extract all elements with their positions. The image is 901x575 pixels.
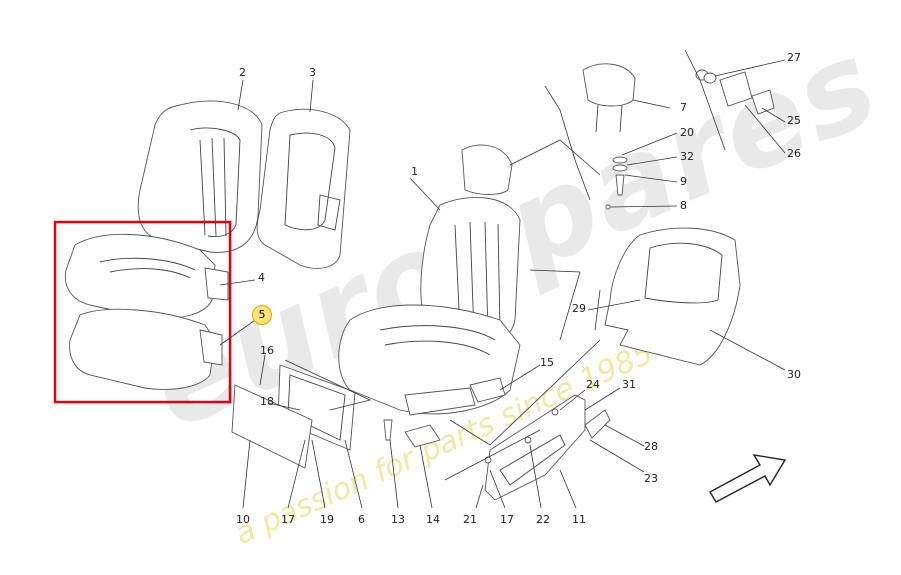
callout-20: 20 bbox=[680, 126, 694, 139]
callout-3: 3 bbox=[309, 66, 316, 79]
callout-19: 19 bbox=[320, 513, 334, 526]
callout-28: 28 bbox=[644, 440, 658, 453]
callout-21: 21 bbox=[463, 513, 477, 526]
callout-5: 5 bbox=[252, 305, 272, 325]
part-seat-back-frame bbox=[604, 227, 741, 366]
part-seat-back-panel bbox=[256, 108, 351, 269]
part-complete-seat bbox=[338, 144, 521, 416]
callout-22: 22 bbox=[536, 513, 550, 526]
callout-30: 30 bbox=[787, 368, 801, 381]
leader-lines bbox=[219, 49, 786, 509]
part-headrest bbox=[582, 63, 636, 133]
callout-23: 23 bbox=[644, 472, 658, 485]
callout-14: 14 bbox=[426, 513, 440, 526]
callout-17a: 17 bbox=[281, 513, 295, 526]
part-seat-cushion-cover bbox=[64, 233, 229, 319]
part-seat-cushion-foam bbox=[69, 308, 223, 390]
callout-10: 10 bbox=[236, 513, 250, 526]
callout-9: 9 bbox=[680, 175, 687, 188]
callout-26: 26 bbox=[787, 147, 801, 160]
part-headrest-bracket bbox=[695, 69, 775, 115]
part-seat-back-cover bbox=[137, 100, 263, 253]
callout-27: 27 bbox=[787, 51, 801, 64]
callout-11: 11 bbox=[572, 513, 586, 526]
callout-2: 2 bbox=[239, 66, 246, 79]
part-rail-cover bbox=[484, 394, 586, 501]
callout-29: 29 bbox=[572, 302, 586, 315]
callout-1: 1 bbox=[411, 165, 418, 178]
callout-13: 13 bbox=[391, 513, 405, 526]
callout-32: 32 bbox=[680, 150, 694, 163]
callout-6: 6 bbox=[358, 513, 365, 526]
callout-18: 18 bbox=[260, 395, 274, 408]
callout-7: 7 bbox=[680, 101, 687, 114]
callout-15: 15 bbox=[540, 356, 554, 369]
part-outer-cover bbox=[231, 384, 313, 469]
highlight-box bbox=[53, 220, 232, 404]
callout-25: 25 bbox=[787, 114, 801, 127]
callout-8: 8 bbox=[680, 199, 687, 212]
direction-arrow bbox=[709, 454, 787, 503]
callout-4: 4 bbox=[258, 271, 265, 284]
part-headrest-guide bbox=[605, 156, 628, 210]
callout-16: 16 bbox=[260, 344, 274, 357]
part-switch-covers bbox=[404, 377, 506, 448]
callout-17b: 17 bbox=[500, 513, 514, 526]
part-side-trim bbox=[277, 364, 356, 451]
callout-31: 31 bbox=[622, 378, 636, 391]
callout-24: 24 bbox=[586, 378, 600, 391]
